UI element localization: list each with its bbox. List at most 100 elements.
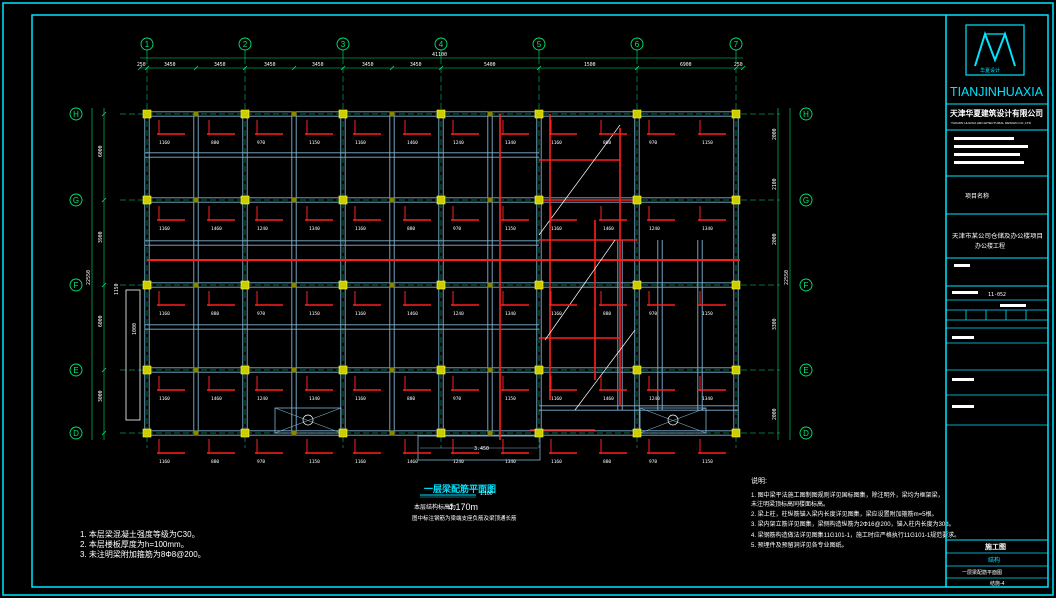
beam-label: 1160 — [159, 226, 170, 232]
company-name: 天津华夏建筑设计有限公司 — [950, 108, 1043, 118]
dim-value: 3450 — [214, 62, 226, 68]
beam-label: 1150 — [309, 459, 320, 465]
dim-tick — [634, 65, 640, 71]
title-block: 华夏设计 TIANJINHUAXIA 天津华夏建筑设计有限公司 TIANJIN … — [945, 15, 1048, 587]
column — [436, 109, 446, 119]
beam-label: 880 — [211, 311, 219, 317]
beam-label: 1460 — [407, 140, 418, 146]
column — [436, 428, 446, 438]
axis-label-left: G — [73, 196, 79, 205]
dim-value: 6000 — [98, 145, 104, 157]
dim-overall-left: 22550 — [86, 270, 92, 285]
beam-label: 880 — [603, 140, 611, 146]
rebar-lines — [147, 114, 740, 454]
pit-cross — [274, 407, 342, 434]
pit-marker — [667, 414, 679, 426]
column — [338, 109, 348, 119]
dim-overall-top: 41100 — [432, 52, 447, 58]
column-small — [487, 111, 493, 117]
beam-label: 1240 — [257, 226, 268, 232]
beam-label: 970 — [257, 459, 265, 465]
inner-frame — [31, 14, 1049, 588]
dim-value: 1500 — [584, 62, 596, 68]
beam-label: 1160 — [355, 226, 366, 232]
note-right-1: 1. 图中梁平法施工图制图规则详见国标图集，除注明外，梁均为框架梁， — [751, 491, 944, 499]
dim-value: 2000 — [772, 128, 778, 140]
beam-label: 1460 — [407, 311, 418, 317]
dim-tick — [242, 65, 248, 71]
beam-label: 1150 — [309, 140, 320, 146]
axis-label-top: 2 — [243, 40, 248, 49]
beam-label: 1340 — [702, 396, 713, 402]
note-right-4: 3. 梁内架立筋详见图集，梁侧构造纵筋为2Φ16@200，锚入柱内长度为30d。 — [751, 520, 955, 528]
dim-value: 3450 — [362, 62, 374, 68]
beam-label: 1240 — [649, 396, 660, 402]
drawing-title-block: 一层梁配筋平面图 — [962, 569, 1002, 576]
axis-label-left: H — [73, 110, 79, 119]
beam-label: 880 — [211, 140, 219, 146]
beam-label: 1460 — [407, 459, 418, 465]
axis-label-top: 1 — [145, 40, 150, 49]
beam-label: 1150 — [505, 226, 516, 232]
company-logo-icon: 华夏设计 — [965, 24, 1025, 76]
axis-bubble-top — [140, 37, 154, 51]
beam-label: 880 — [211, 459, 219, 465]
axis-label-top: 4 — [439, 40, 444, 49]
plan-elevation-label: 本层结构标高为 — [414, 503, 456, 511]
beam-label: 1240 — [453, 459, 464, 465]
column — [632, 428, 642, 438]
column-small — [193, 430, 199, 436]
column — [632, 365, 642, 375]
axis-label-left: F — [74, 281, 79, 290]
column — [632, 280, 642, 290]
pit-marker — [302, 414, 314, 426]
company-name-en: TIANJIN HUAXIA ARCHITECTURAL DESIGN CO.,… — [951, 121, 1032, 125]
axis-bubble-left — [69, 426, 83, 440]
axis-bubble-right — [799, 107, 813, 121]
column-small — [291, 111, 297, 117]
dim-tick — [740, 65, 746, 71]
note-right-5: 4. 梁钢筋构造做法详见图集11G101-1，施工时应严格执行11G101-1规… — [751, 531, 960, 539]
column — [534, 365, 544, 375]
dim-tick — [340, 65, 346, 71]
beam-label: 1160 — [355, 396, 366, 402]
beam-label: 1460 — [211, 396, 222, 402]
axis-label-top: 5 — [537, 40, 542, 49]
beam-label: 1150 — [702, 459, 713, 465]
axis-bubble-top — [630, 37, 644, 51]
axis-label-left: D — [73, 429, 79, 438]
column — [436, 195, 446, 205]
dim-value: 6900 — [680, 62, 692, 68]
column-small — [389, 111, 395, 117]
column — [240, 109, 250, 119]
logo-caption: 华夏设计 — [980, 67, 1000, 74]
column — [436, 365, 446, 375]
dim-tick — [101, 197, 107, 203]
column-small — [291, 367, 297, 373]
column — [338, 365, 348, 375]
beam-label: 970 — [453, 226, 461, 232]
beam-label: 970 — [649, 140, 657, 146]
dim-value: 3450 — [312, 62, 324, 68]
beam-label: 970 — [257, 311, 265, 317]
plan-scale: 1:100 — [480, 491, 493, 497]
column-small — [291, 430, 297, 436]
notes-heading: 说明: — [751, 476, 767, 485]
column — [731, 109, 741, 119]
axis-bubble-left — [69, 278, 83, 292]
diagonal-line — [538, 124, 621, 236]
wall-label: 1000 — [132, 323, 138, 335]
beam-label: 1160 — [159, 396, 170, 402]
column-small — [487, 197, 493, 203]
column — [534, 280, 544, 290]
beam-label: 970 — [649, 311, 657, 317]
beam-label: 1150 — [702, 311, 713, 317]
beam-label: 1160 — [355, 140, 366, 146]
beam-label: 1460 — [211, 226, 222, 232]
beam-label: 880 — [407, 396, 415, 402]
axis-bubble-right — [799, 363, 813, 377]
dim-tick — [101, 430, 107, 436]
column — [338, 428, 348, 438]
